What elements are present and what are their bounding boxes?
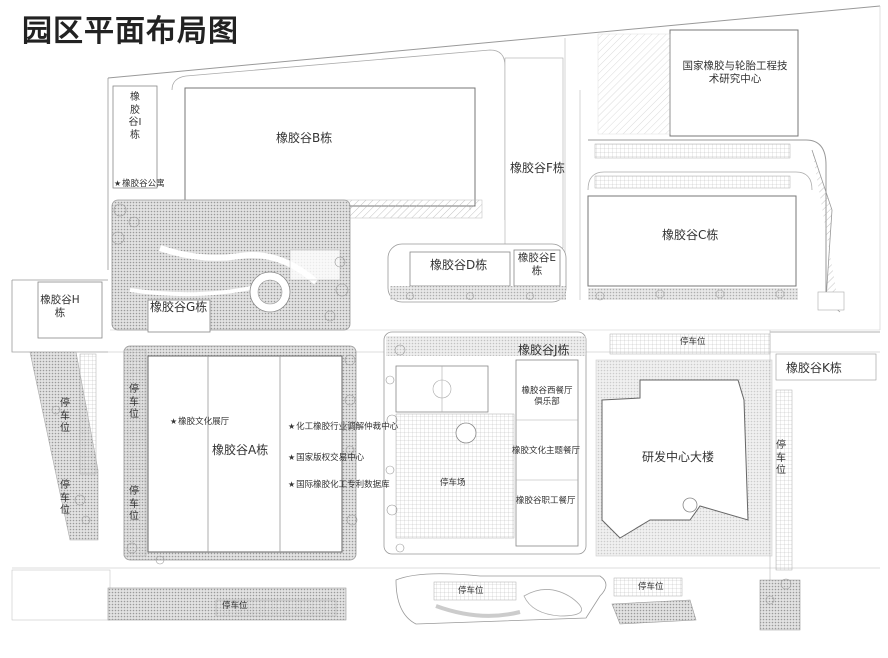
building-i-label[interactable]: 橡胶谷I栋 (128, 92, 142, 141)
rd-center-label[interactable]: 研发中心大楼 (642, 450, 715, 464)
mediation-center-text: 化工橡胶行业调解仲裁中心 (296, 422, 399, 432)
culture-hall-text: 橡胶文化展厅 (178, 417, 230, 427)
parking-lot-label[interactable]: 停车场 (440, 478, 466, 488)
building-f-label[interactable]: 橡胶谷F栋 (510, 161, 565, 175)
copyright-center-text: 国家版权交易中心 (296, 453, 365, 463)
parking-label-left-bottom[interactable]: 停车位 (60, 480, 70, 516)
parking-label-a-top[interactable]: 停车位 (129, 384, 139, 420)
patent-db-text: 国际橡胶化工专利数据库 (296, 480, 390, 490)
parking-label-right[interactable]: 停车位 (776, 440, 786, 476)
parking-label-a-bottom[interactable]: 停车位 (129, 486, 139, 522)
parking-label-left-top[interactable]: 停车位 (60, 398, 70, 434)
building-b-label[interactable]: 橡胶谷B栋 (276, 131, 333, 145)
building-e-label[interactable]: 橡胶谷E栋 (517, 252, 557, 278)
building-a-label[interactable]: 橡胶谷A栋 (212, 443, 269, 457)
building-k-label[interactable]: 橡胶谷K栋 (786, 361, 842, 375)
parking-label-bottom-right[interactable]: 停车位 (638, 582, 664, 592)
building-h-label[interactable]: 橡胶谷H栋 (40, 294, 80, 320)
building-j-label[interactable]: 橡胶谷J栋 (518, 343, 570, 357)
apartment-text: 橡胶谷公寓 (122, 179, 165, 189)
mediation-center-label[interactable]: ★化工橡胶行业调解仲裁中心 (288, 422, 399, 432)
patent-db-label[interactable]: ★国际橡胶化工专利数据库 (288, 480, 390, 490)
building-g-label[interactable]: 橡胶谷G栋 (150, 300, 208, 314)
parking-label-bottom-center[interactable]: 停车位 (458, 586, 484, 596)
parking-label-bottom-left[interactable]: 停车位 (222, 601, 248, 611)
copyright-center-label[interactable]: ★国家版权交易中心 (288, 453, 365, 463)
apartment-label[interactable]: ★橡胶谷公寓 (114, 179, 165, 189)
culture-hall-label[interactable]: ★橡胶文化展厅 (170, 417, 230, 427)
west-restaurant-label[interactable]: 橡胶谷西餐厅俱乐部 (521, 386, 573, 407)
map-title: 园区平面布局图 (22, 14, 239, 49)
building-d-label[interactable]: 橡胶谷D栋 (430, 258, 488, 272)
staff-canteen-label[interactable]: 橡胶谷职工餐厅 (516, 496, 576, 506)
parking-label-top-right[interactable]: 停车位 (680, 337, 706, 347)
theme-restaurant-label[interactable]: 橡胶文化主题餐厅 (512, 446, 581, 456)
building-c-label[interactable]: 橡胶谷C栋 (662, 228, 719, 242)
national-center-label[interactable]: 国家橡胶与轮胎工程技术研究中心 (682, 60, 788, 86)
